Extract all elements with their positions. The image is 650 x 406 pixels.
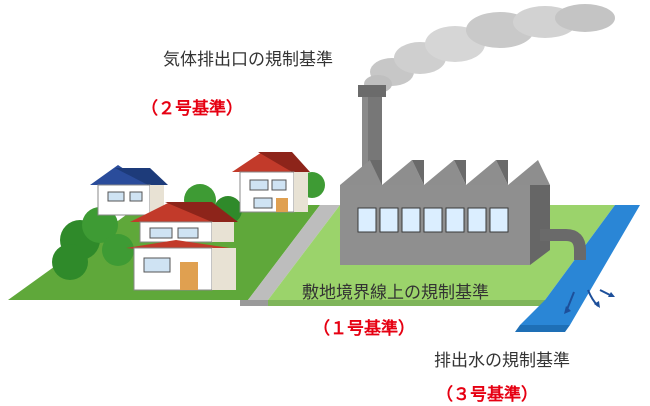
house-icon <box>90 165 168 216</box>
drain-standard-label: （３号基準） <box>436 385 538 405</box>
gas-outlet-standard-label: （２号基準） <box>141 99 243 119</box>
river-icon <box>515 205 640 332</box>
drain-label: 排出水の規制基準 <box>434 351 570 371</box>
house-icon <box>126 202 238 291</box>
flow-arrow-icon <box>564 289 615 314</box>
boundary-label: 敷地境界線上の規制基準 <box>302 283 489 303</box>
boundary-wall <box>248 205 340 300</box>
factory-yard-edge <box>268 300 545 306</box>
factory-icon <box>340 160 586 265</box>
boundary-standard-label: （１号基準） <box>313 319 415 339</box>
gas-outlet-label: 気体排出口の規制基準 <box>163 50 333 70</box>
smoke-icon <box>364 4 615 93</box>
boundary-wall-top <box>240 300 268 306</box>
house-icon <box>232 152 310 213</box>
